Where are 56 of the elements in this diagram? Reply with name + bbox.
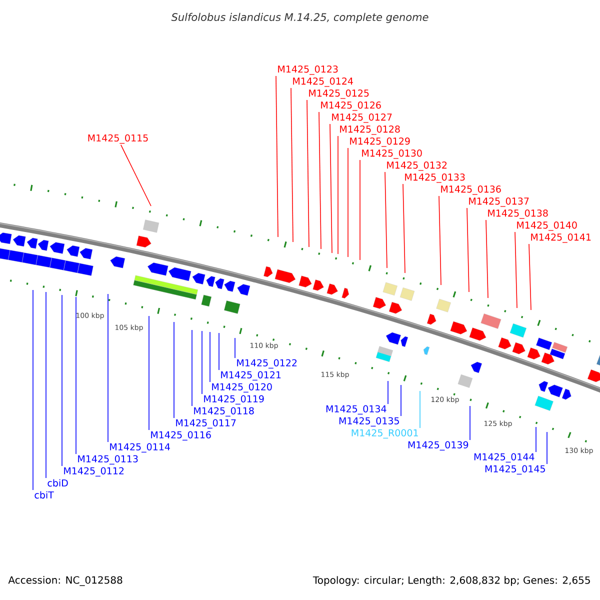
gene-label: M1425_0144 [474, 453, 534, 462]
leader-line [218, 332, 220, 370]
gene-label: M1425_0141 [531, 234, 591, 243]
leader-line [306, 100, 310, 248]
leader-line [466, 208, 470, 292]
genome-summary-text: Topology: circular; Length: 2,608,832 bp; Genes: 2,655 [312, 576, 590, 586]
leader-line [330, 124, 332, 254]
gene-label: M1425_0133 [405, 174, 465, 183]
gene-label: M1425_0125 [309, 90, 369, 99]
leader-line [400, 384, 402, 416]
leader-line [120, 144, 152, 206]
gene-label: M1425_0138 [488, 210, 548, 219]
leader-line [148, 316, 150, 430]
leader-line [486, 220, 488, 298]
gene-label: M1425_0126 [321, 102, 381, 111]
gene-label: M1425_R0001 [352, 429, 418, 438]
gene-label: M1425_0136 [441, 186, 501, 195]
leader-line [32, 290, 34, 490]
leader-line [384, 172, 388, 268]
leader-line [234, 338, 236, 358]
gene-label: M1425_0122 [237, 359, 297, 368]
leader-line [290, 88, 294, 242]
gene-label: M1425_0129 [350, 138, 410, 147]
gene-label: M1425_0134 [326, 405, 386, 414]
gene-label: M1425_0121 [221, 371, 281, 380]
gene-label: M1425_0145 [485, 465, 545, 474]
accession-text: Accession: NC_012588 [8, 576, 122, 586]
gene-label: M1425_0115 [88, 134, 148, 144]
gene-label: M1425_0118 [194, 407, 254, 416]
gene-label: M1425_0130 [362, 150, 422, 159]
leader-line [528, 244, 532, 310]
gene-label: M1425_0127 [332, 114, 392, 123]
leader-line [438, 196, 442, 286]
gene-label: M1425_0120 [212, 383, 272, 392]
leader-line [318, 112, 322, 250]
gene-label: M1425_0117 [176, 419, 236, 428]
gene-label: M1425_0112 [64, 467, 124, 476]
gene-label: M1425_0124 [293, 78, 353, 87]
gene-label: M1425_0123 [278, 66, 338, 75]
gene-label: cbiT [34, 491, 54, 499]
leader-line [514, 232, 518, 308]
gene-label: M1425_0140 [517, 222, 577, 231]
gene-label: M1425_0137 [469, 198, 529, 207]
gene-label: M1425_0114 [110, 443, 170, 452]
gene-label: M1425_0132 [387, 162, 447, 171]
leader-line [546, 432, 548, 464]
gene-label: M1425_0128 [340, 126, 400, 135]
leader-line [402, 184, 406, 274]
gene-label: M1425_0113 [78, 455, 138, 464]
gene-label: M1425_0139 [408, 441, 468, 450]
gene-label: cbiD [48, 479, 68, 487]
gene-label: M1425_0119 [204, 395, 264, 404]
title: Sulfolobus islandicus M.14.25, complete genome [171, 12, 428, 24]
leader-line [276, 76, 278, 238]
gene-label: M1425_0116 [151, 431, 211, 440]
gene-label: M1425_0135 [339, 417, 399, 426]
